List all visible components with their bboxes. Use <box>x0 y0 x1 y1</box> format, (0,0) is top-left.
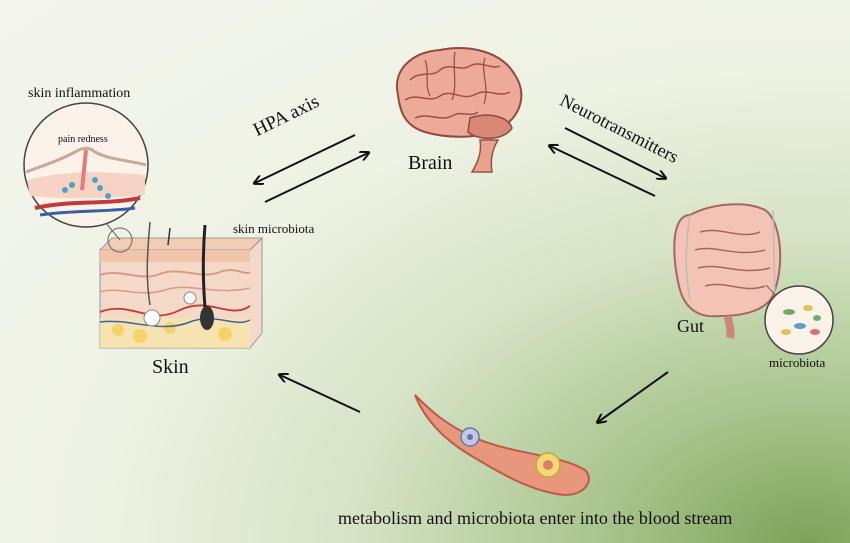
hpa-axis-arrows <box>255 134 368 203</box>
zoom-source-circle <box>107 227 133 253</box>
blood-to-skin-arrow <box>280 375 361 413</box>
microbiota-inset <box>764 285 834 355</box>
gut-to-blood-arrow <box>598 371 669 422</box>
neurotransmitters-arrows <box>550 127 665 197</box>
pain-redness-label: pain redness <box>58 134 108 145</box>
blood-vessel-illustration <box>414 394 590 497</box>
skin-section-illustration <box>98 221 264 349</box>
skin-inflammation-label: skin inflammation <box>28 86 131 101</box>
gut-illustration <box>673 203 782 339</box>
brain-illustration <box>395 47 523 173</box>
skin-label: Skin <box>152 356 189 378</box>
inflammation-inset <box>23 102 149 228</box>
gut-label: Gut <box>677 316 704 336</box>
skin-microbiota-label: skin microbiota <box>233 221 315 236</box>
microbiota-label: microbiota <box>769 355 826 370</box>
blood-stream-caption: metabolism and microbiota enter into the… <box>338 508 733 528</box>
brain-label: Brain <box>408 152 453 174</box>
